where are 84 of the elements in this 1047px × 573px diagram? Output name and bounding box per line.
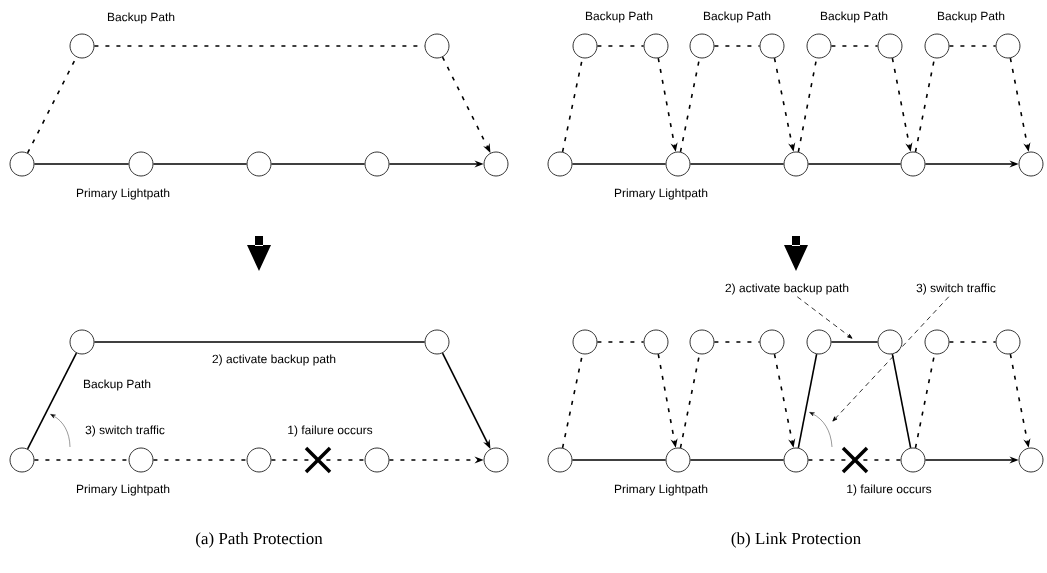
connector-line	[152, 459, 248, 461]
network-node	[1018, 151, 1044, 177]
path-label: 1) failure occurs	[847, 484, 932, 496]
connector-line	[713, 45, 761, 47]
path-label: 2) activate backup path	[212, 354, 336, 366]
connector-line	[93, 341, 426, 343]
network-node	[643, 329, 669, 355]
connector-line	[689, 459, 785, 461]
connector-line	[830, 45, 879, 47]
network-node	[689, 329, 715, 355]
network-node	[572, 33, 598, 59]
path-label: Primary Lightpath	[614, 188, 708, 200]
network-node	[900, 151, 926, 177]
network-node	[128, 151, 154, 177]
network-node	[424, 329, 450, 355]
callout-text: 3) switch traffic	[916, 283, 996, 295]
connector-line	[948, 341, 997, 343]
network-node	[806, 329, 832, 355]
network-node	[783, 151, 809, 177]
path-label: Primary Lightpath	[77, 484, 170, 496]
network-node	[924, 33, 950, 59]
leader-line	[832, 296, 950, 422]
network-node	[759, 329, 785, 355]
network-node	[547, 447, 573, 473]
network-node	[424, 33, 450, 59]
connector-line	[571, 163, 667, 165]
network-node	[1018, 447, 1044, 473]
network-node	[995, 329, 1021, 355]
network-node	[547, 151, 573, 177]
network-node	[364, 447, 390, 473]
network-node	[806, 33, 832, 59]
connector-line	[596, 45, 645, 47]
connector-line	[948, 45, 997, 47]
path-label: Backup Path	[937, 11, 1005, 23]
connector-line	[270, 163, 366, 165]
network-node	[128, 447, 154, 473]
connector-line	[689, 163, 785, 165]
path-label: Primary Lightpath	[77, 188, 170, 200]
network-node	[995, 33, 1021, 59]
network-node	[69, 33, 95, 59]
network-node	[900, 447, 926, 473]
connector-line	[270, 459, 366, 461]
callout-text: 2) activate backup path	[725, 283, 849, 295]
path-label: Backup Path	[703, 11, 771, 23]
connector-line	[830, 341, 879, 343]
path-label: Backup Path	[108, 12, 175, 24]
connector-line	[152, 163, 248, 165]
network-node	[877, 33, 903, 59]
network-node	[572, 329, 598, 355]
connector-line	[807, 459, 902, 461]
caption: (a) Path Protection	[196, 532, 323, 548]
path-label: 1) failure occurs	[288, 425, 373, 437]
connector-line	[807, 163, 902, 165]
network-node	[665, 447, 691, 473]
network-node	[759, 33, 785, 59]
network-node	[483, 151, 509, 177]
leader-line	[796, 296, 853, 339]
network-node	[643, 33, 669, 59]
connector-line	[33, 163, 130, 165]
connector-line	[713, 341, 761, 343]
network-node	[483, 447, 509, 473]
connector-line	[571, 459, 667, 461]
path-label: Backup Path	[820, 11, 888, 23]
connector-line	[891, 353, 912, 449]
network-node	[689, 33, 715, 59]
path-label: Backup Path	[585, 11, 653, 23]
connector-line	[797, 353, 818, 449]
network-node	[783, 447, 809, 473]
network-node	[9, 151, 35, 177]
connector-line	[596, 341, 645, 343]
connector-line	[26, 352, 78, 450]
network-node	[924, 329, 950, 355]
path-label: 3) switch traffic	[85, 425, 165, 437]
network-node	[877, 329, 903, 355]
caption: (b) Link Protection	[731, 532, 861, 548]
network-node	[246, 151, 272, 177]
path-label: Primary Lightpath	[614, 484, 708, 496]
network-node	[665, 151, 691, 177]
path-label: Backup Path	[84, 379, 151, 391]
connector-line	[93, 45, 426, 47]
network-node	[69, 329, 95, 355]
network-node	[9, 447, 35, 473]
network-node	[364, 151, 390, 177]
network-node	[246, 447, 272, 473]
